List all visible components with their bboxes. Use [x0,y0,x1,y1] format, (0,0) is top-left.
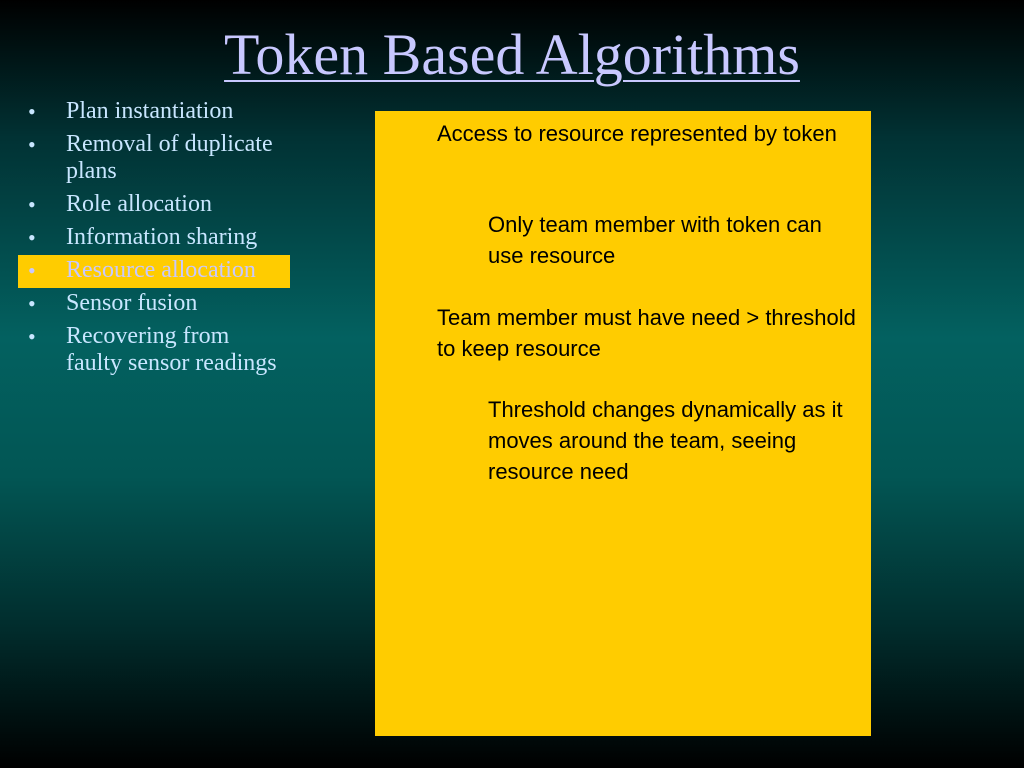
panel-paragraph-access: Access to resource represented by token [437,121,837,146]
bullet-label: Sensor fusion [66,290,198,316]
bullet-label: Resource allocation [66,257,256,283]
slide-title-text: Token Based Algorithms [224,22,800,87]
panel-paragraph-threshold-changes: Threshold changes dynamically as it move… [488,397,843,484]
bullet-glyph: • [28,324,36,349]
bullet-item-sensor-fusion: • Sensor fusion [18,288,290,321]
bullet-label: Role allocation [66,191,212,217]
bullet-glyph: • [28,258,36,283]
bullet-item-resource-allocation: • Resource allocation [18,255,290,288]
slide-title: Token Based Algorithms [0,22,1024,88]
bullet-item-information-sharing: • Information sharing [18,222,290,255]
panel-paragraph-token-holder: Only team member with token can use reso… [488,212,822,268]
bullet-glyph: • [28,132,36,157]
bullet-item-recovering-from-faulty-sensor-readings: • Recovering from faulty sensor readings [18,321,290,381]
bullet-list: • Plan instantiation • Removal of duplic… [18,96,290,381]
bullet-label: Removal of duplicate plans [66,131,273,184]
panel-paragraph-threshold-need: Team member must have need > threshold t… [437,305,856,361]
bullet-glyph: • [28,291,36,316]
bullet-label: Plan instantiation [66,98,234,124]
bullet-item-removal-of-duplicate-plans: • Removal of duplicate plans [18,129,290,189]
bullet-glyph: • [28,99,36,124]
bullet-glyph: • [28,192,36,217]
bullet-item-role-allocation: • Role allocation [18,189,290,222]
bullet-label: Information sharing [66,224,258,250]
bullet-label: Recovering from faulty sensor readings [66,323,277,376]
bullet-glyph: • [28,225,36,250]
content-panel: Access to resource represented by token … [375,111,871,736]
bullet-item-plan-instantiation: • Plan instantiation [18,96,290,129]
